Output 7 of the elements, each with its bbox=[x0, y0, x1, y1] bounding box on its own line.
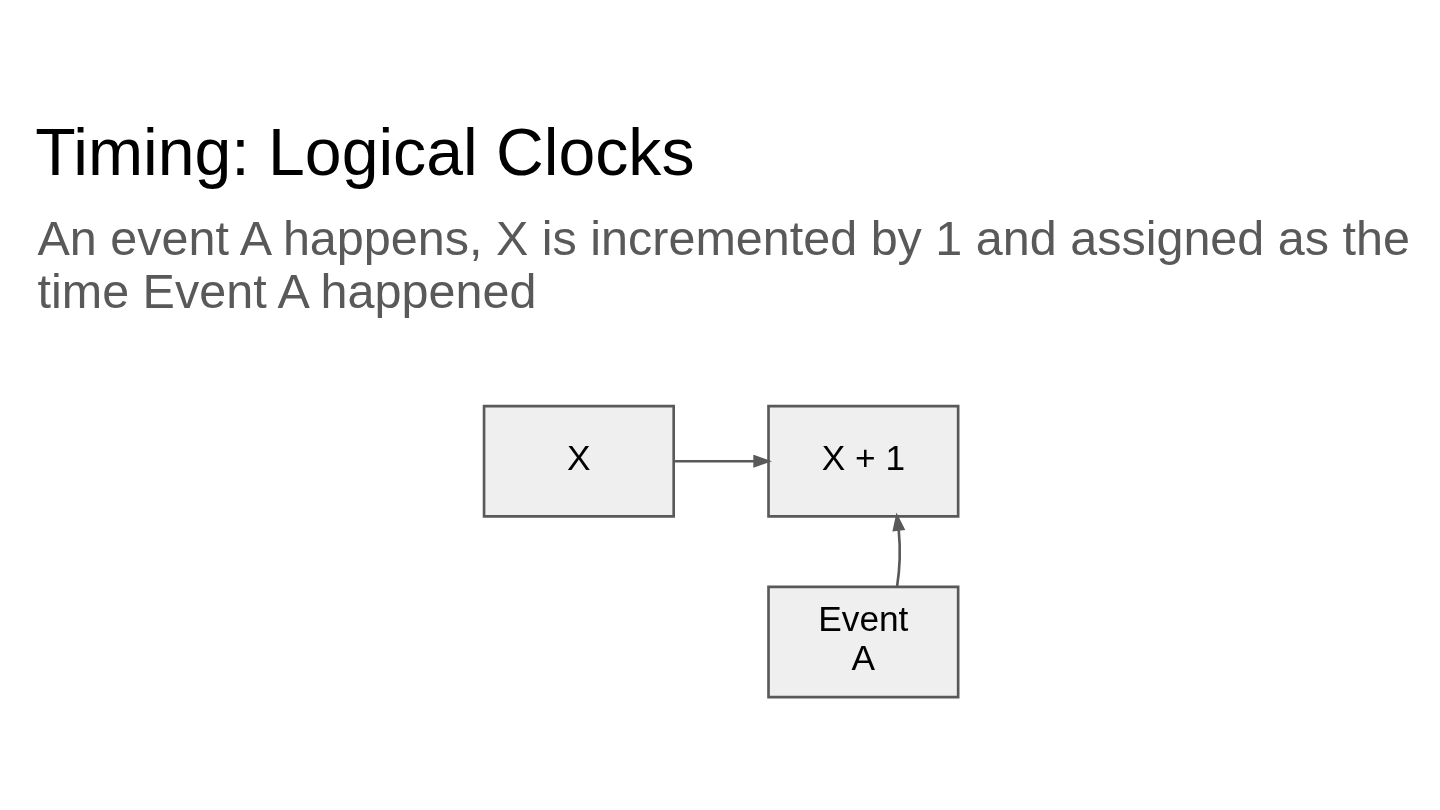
node-box: X + 1 bbox=[767, 404, 960, 518]
label: An event A happens, X is incremented by 1 and assigned as the time Event A happened bbox=[37, 211, 1410, 319]
node-box: X bbox=[482, 404, 675, 518]
diagram-title: Timing: Logical Clocks bbox=[35, 114, 695, 189]
arrow bbox=[892, 512, 906, 587]
arrow bbox=[673, 454, 772, 468]
node-box: Event A bbox=[767, 585, 960, 699]
